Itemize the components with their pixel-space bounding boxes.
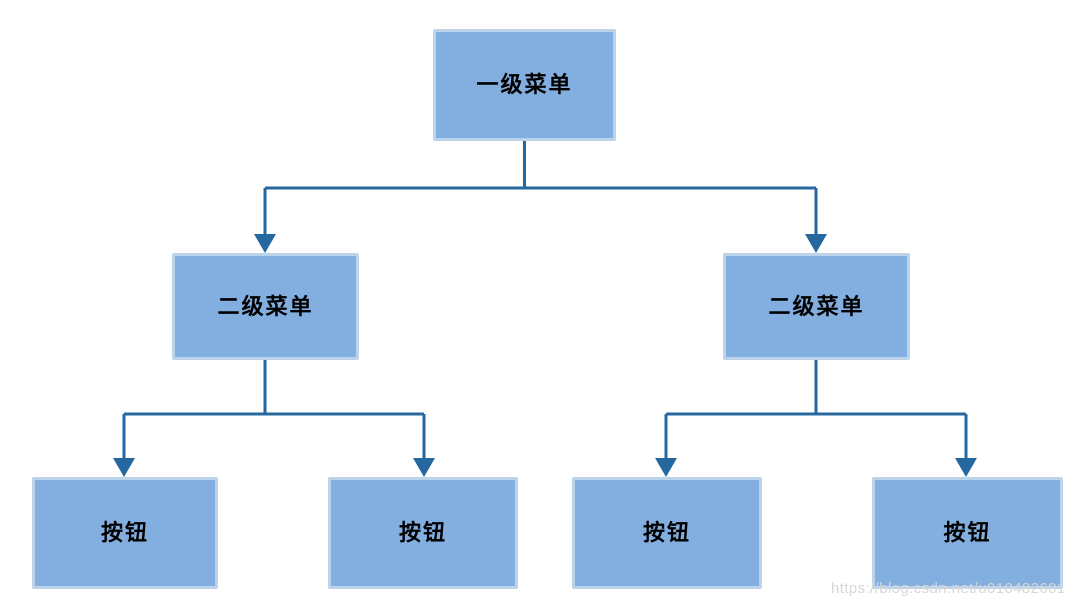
arrowhead-icon: [955, 458, 977, 477]
csdn-watermark: https://blog.csdn.net/u010482601: [831, 580, 1066, 597]
node-level1-menu: 一级菜单: [433, 29, 616, 141]
node-level2-menu-right: 二级菜单: [723, 253, 910, 360]
arrowhead-icon: [805, 234, 827, 253]
connector-menu2right-to-buttons: [664, 360, 968, 462]
node-level2-menu-left: 二级菜单: [172, 253, 359, 360]
node-button-1: 按钮: [32, 477, 218, 589]
node-button-2: 按钮: [328, 477, 518, 589]
node-label: 二级菜单: [768, 293, 865, 319]
node-label: 按钮: [943, 520, 992, 545]
connector-menu2left-to-buttons: [122, 360, 426, 462]
arrowhead-icon: [254, 234, 276, 253]
node-label: 按钮: [398, 520, 447, 545]
arrowhead-icon: [655, 458, 677, 477]
node-button-4: 按钮: [872, 477, 1063, 589]
node-label: 按钮: [642, 520, 691, 545]
arrowhead-icon: [413, 458, 435, 477]
connector-root-to-level2: [263, 141, 818, 238]
node-label: 一级菜单: [476, 72, 573, 97]
arrowhead-icon: [113, 458, 135, 477]
node-button-3: 按钮: [572, 477, 762, 589]
node-label: 按钮: [100, 520, 149, 545]
node-label: 二级菜单: [217, 293, 314, 319]
